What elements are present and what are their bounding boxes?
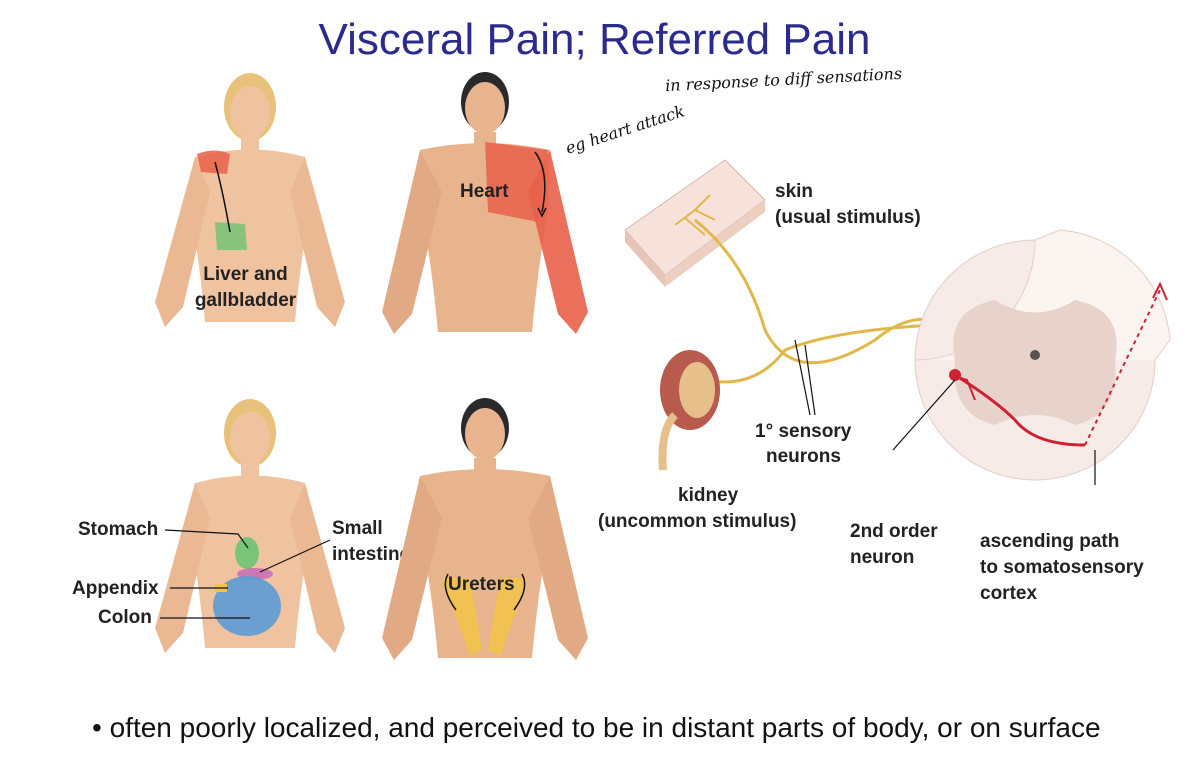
referred-pain-pathway-diagram (624, 159, 1171, 485)
label-stomach: Stomach (78, 519, 159, 540)
label-skin: skin (775, 181, 814, 202)
female-figure-digestive (155, 399, 345, 653)
label-second-order-neuron-1: 2nd order (850, 521, 938, 542)
bullet-point: • often poorly localized, and perceived … (92, 712, 1101, 743)
label-ureters: Ureters (448, 574, 515, 595)
label-ascending-path-3: cortex (980, 583, 1038, 604)
label-small-intestine: Small intestine (332, 518, 411, 565)
male-figure-ureters (382, 398, 588, 660)
slide-title: Visceral Pain; Referred Pain (318, 15, 871, 64)
label-kidney: kidney (678, 485, 739, 506)
female-figure-liver (155, 73, 345, 327)
label-ascending-path-1: ascending path (980, 531, 1120, 552)
label-primary-sensory-neurons-1: 1° sensory (755, 421, 852, 442)
leader-lines-digestive (160, 529, 331, 619)
label-kidney-uncommon-stimulus: (uncommon stimulus) (598, 511, 797, 532)
label-second-order-neuron-2: neuron (850, 547, 915, 568)
label-ascending-path-2: to somatosensory (980, 557, 1144, 578)
label-colon: Colon (98, 607, 152, 628)
label-primary-sensory-neurons-2: neurons (766, 446, 841, 467)
label-liver-gallbladder: Liver and gallbladder (194, 264, 297, 311)
label-heart: Heart (460, 181, 509, 202)
label-appendix: Appendix (72, 578, 159, 599)
label-skin-usual-stimulus: (usual stimulus) (775, 207, 921, 228)
male-figure-heart (382, 72, 588, 334)
handwritten-note-response: in response to diff sensations (664, 63, 903, 96)
bullet-text: often poorly localized, and perceived to… (109, 712, 1101, 743)
